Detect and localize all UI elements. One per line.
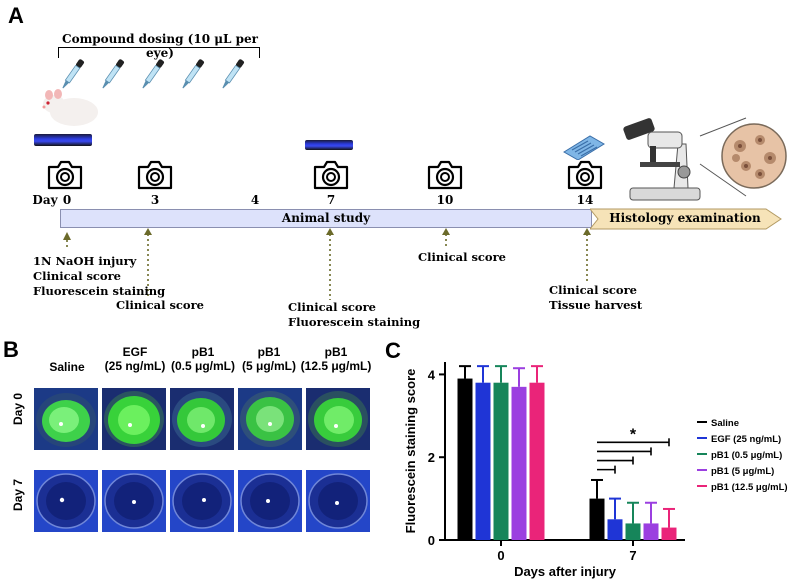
note-line: 1N NaOH injury [33, 254, 137, 268]
legend-label: EGF (25 ng/mL) [711, 434, 781, 445]
note-line: Clinical score [116, 298, 204, 312]
note-line: Clinical score [288, 300, 376, 314]
y-tick-label: 2 [428, 450, 435, 465]
dosing-title: Compound dosing (10 μL per eye) [62, 32, 258, 60]
camera-icon [312, 160, 350, 190]
camera-icon [566, 160, 604, 190]
dosing-bracket [58, 47, 260, 58]
note-line: Tissue harvest [549, 298, 643, 312]
histology-arrow [590, 208, 782, 230]
legend-label: pB1 (12.5 μg/mL) [711, 482, 788, 493]
eye-image-pb1-125-day7 [306, 470, 370, 532]
timepoint-arrows [63, 228, 591, 300]
bar [457, 378, 473, 540]
timeline-label: Animal study [281, 211, 371, 225]
eye-image-pb1-125-day0 [306, 388, 370, 450]
uv-lamp-icon [305, 140, 353, 150]
significance-star: * [630, 426, 637, 443]
y-tick-label: 4 [428, 367, 436, 382]
note-day10: Clinical score [418, 250, 506, 265]
row-label-day0: Day 0 [11, 392, 25, 426]
bar [529, 382, 545, 540]
panel-b-label: B [3, 337, 19, 362]
eye-image-egf-day0 [102, 388, 166, 450]
note-day7: Clinical score Fluorescein staining [288, 300, 420, 330]
dropper-icon [182, 59, 204, 89]
x-tick-label: 0 [497, 548, 504, 563]
eye-image-saline-day7 [34, 470, 98, 532]
row-label-day7: Day 7 [11, 478, 25, 512]
panel-c-label: C [385, 338, 401, 363]
eye-image-pb1-05-day0 [170, 388, 234, 450]
dropper-icon [102, 59, 124, 89]
dropper-icon [62, 59, 84, 89]
microscope-icon [623, 117, 787, 201]
panel-a-label: A [8, 3, 24, 28]
x-tick-label: 7 [629, 548, 636, 563]
bar [511, 386, 527, 540]
day-3: 3 [150, 193, 160, 207]
tissue-cassette-icon [563, 135, 605, 160]
timeline-bar [60, 209, 592, 228]
bar [493, 382, 509, 540]
col-header: pB1 (0.5 μg/mL) [170, 345, 235, 373]
camera-icon [426, 160, 464, 190]
dropper-icon [222, 59, 244, 89]
day-prefix: Day [32, 193, 58, 207]
x-axis-label: Days after injury [514, 564, 617, 579]
day-14: 14 [576, 193, 594, 207]
day-0: 0 [62, 193, 72, 207]
day-4: 4 [250, 193, 260, 207]
note-line: Fluorescein staining [33, 284, 166, 298]
eye-image-pb1-5-day0 [238, 388, 302, 450]
day-7: 7 [326, 193, 336, 207]
eye-image-saline-day0 [34, 388, 98, 450]
legend-label: Saline [711, 418, 739, 429]
y-tick-label: 0 [428, 533, 435, 548]
col-header: pB1 (5 μg/mL) [241, 345, 296, 373]
note-day0: 1N NaOH injury Clinical score Fluorescei… [33, 254, 165, 299]
col-header: Saline [49, 360, 85, 374]
note-line: Clinical score [418, 250, 506, 264]
legend-label: pB1 (0.5 μg/mL) [711, 450, 782, 461]
bar [625, 523, 641, 540]
col-header: EGF (25 ng/mL) [104, 345, 166, 373]
y-axis-label: Fluorescein staining score [403, 369, 418, 534]
uv-lamp-icon [34, 134, 92, 146]
camera-icon [136, 160, 174, 190]
dropper-icon [142, 59, 164, 89]
bar [475, 382, 491, 540]
bar [661, 527, 677, 540]
bar [607, 519, 623, 540]
note-line: Fluorescein staining [288, 315, 421, 329]
camera-icon [46, 160, 84, 190]
eye-image-pb1-5-day7 [238, 470, 302, 532]
histology-label: Histology examination [609, 211, 761, 225]
bar [643, 523, 659, 540]
day-10: 10 [436, 193, 454, 207]
eye-image-pb1-05-day7 [170, 470, 234, 532]
col-header: pB1 (12.5 μg/mL) [300, 345, 372, 373]
note-day3: Clinical score [116, 298, 204, 313]
bar [589, 498, 605, 540]
rat-icon [42, 89, 98, 126]
eye-image-egf-day7 [102, 470, 166, 532]
legend-label: pB1 (5 μg/mL) [711, 466, 774, 477]
dropper-icons [62, 59, 244, 89]
note-line: Clinical score [549, 283, 637, 297]
note-line: Clinical score [33, 269, 121, 283]
note-day14: Clinical score Tissue harvest [549, 283, 642, 313]
